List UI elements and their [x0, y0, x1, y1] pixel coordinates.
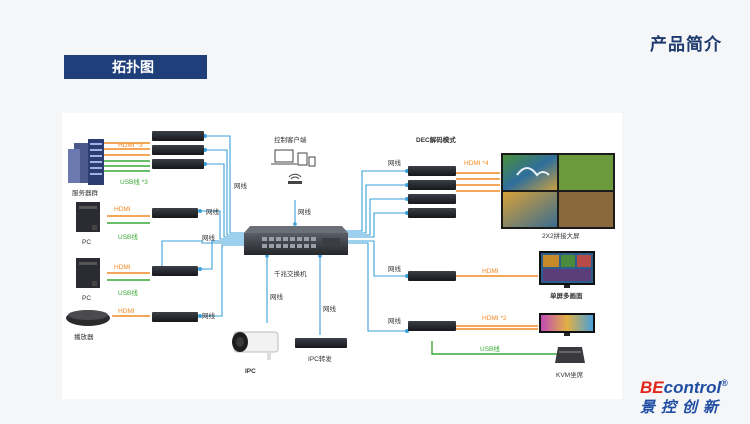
dec-mode-label: DEC解码模式	[416, 135, 456, 144]
kvm-keyboard-icon	[555, 347, 585, 363]
label-usb-kvm: USB线	[480, 344, 500, 353]
label-hdmi-single: HDMI	[482, 268, 499, 275]
label-hdmi3: HDMI *3	[118, 142, 143, 149]
video-wall-label: 2X2拼接大屏	[542, 231, 580, 240]
label-network-dec: 网线	[388, 158, 402, 167]
kvm-monitor-icon	[539, 313, 595, 336]
video-wall-icon	[501, 153, 615, 229]
label-usb-pc1: USB线	[118, 232, 138, 241]
label-network-ipc-forward: 网线	[323, 304, 337, 313]
label-hdmi2: HDMI *2	[482, 315, 507, 322]
label-network-pc1: 网线	[206, 207, 220, 216]
label-usb-pc2: USB线	[118, 288, 138, 297]
label-network-pc2: 网线	[202, 233, 216, 242]
gigabit-switch	[244, 226, 348, 255]
decoder-box	[408, 271, 456, 281]
single-screen-label: 单屏多画面	[550, 291, 583, 300]
decoder-box	[408, 180, 456, 190]
logo-cn: 景控创新	[640, 399, 725, 416]
encoder-box	[152, 312, 198, 322]
label-network-servers: 网线	[234, 181, 248, 190]
decoder-box	[408, 321, 456, 331]
decoder-box	[408, 208, 456, 218]
switch-label: 千兆交换机	[274, 269, 307, 278]
encoder-box	[152, 208, 198, 218]
encoder-boxes	[152, 131, 204, 322]
ipc-camera-icon	[232, 331, 279, 360]
pc-tower-icon	[76, 202, 100, 232]
label-usb3: USB线 *3	[120, 177, 148, 186]
ipc-label: IPC	[245, 368, 256, 375]
label-network-client: 网线	[298, 207, 312, 216]
single-screen-icon	[539, 251, 595, 288]
label-network-player: 网线	[202, 311, 216, 320]
label-hdmi-player: HDMI	[118, 308, 135, 315]
logo-first: BE	[640, 378, 664, 397]
ipc-forward-label: IPC转发	[308, 354, 332, 363]
pc1-label: PC	[82, 239, 91, 246]
decoder-boxes	[408, 166, 456, 331]
network-lines	[161, 135, 407, 335]
laptop-icon	[271, 149, 316, 167]
server-rack-icon	[68, 139, 104, 185]
client-label: 控制客户端	[274, 135, 307, 144]
pc2-label: PC	[82, 295, 91, 302]
encoder-box	[152, 145, 204, 155]
encoder-box	[152, 131, 204, 141]
player-label: 播放器	[74, 332, 94, 341]
decoder-box	[408, 194, 456, 204]
decoder-box	[408, 166, 456, 176]
page-title: 产品简介	[650, 35, 722, 54]
logo-rest: control	[663, 378, 722, 397]
label-hdmi-pc2: HDMI	[114, 264, 131, 271]
servers-label: 服务器群	[72, 188, 99, 197]
ipc-forward-box	[295, 338, 347, 348]
label-hdmi4: HDMI *4	[464, 160, 489, 167]
pc-tower-icon	[76, 258, 100, 288]
label-network-single: 网线	[388, 264, 402, 273]
kvm-label: KVM坐席	[556, 370, 584, 379]
hdmi-lines	[104, 142, 538, 330]
topology-svg: HDMI *3 USB线 *3 HDMI USB线 HDMI USB线 HDMI…	[66, 131, 615, 379]
company-logo: BEcontrol® 景控创新	[640, 378, 740, 417]
encoder-box	[152, 266, 198, 276]
media-player-icon	[66, 310, 110, 326]
logo-reg: ®	[721, 378, 728, 388]
wifi-icon	[288, 173, 302, 184]
label-network-ipc: 网线	[270, 292, 284, 301]
usb-lines	[104, 160, 558, 355]
link-labels: HDMI *3 USB线 *3 HDMI USB线 HDMI USB线 HDMI…	[114, 142, 507, 353]
section-header: 拓扑图	[64, 55, 207, 79]
encoder-box	[152, 159, 204, 169]
label-hdmi-pc1: HDMI	[114, 206, 131, 213]
label-network-kvm: 网线	[388, 316, 402, 325]
topology-diagram: HDMI *3 USB线 *3 HDMI USB线 HDMI USB线 HDMI…	[62, 113, 622, 399]
